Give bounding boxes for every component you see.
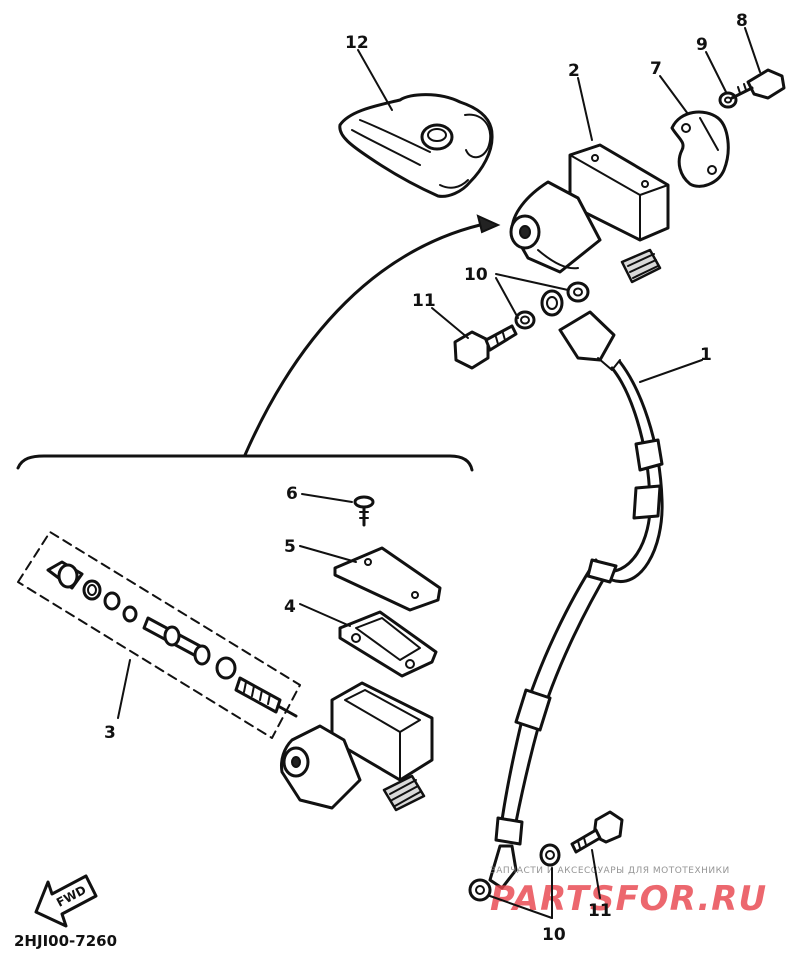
sub-assembly-bracket <box>16 454 474 472</box>
part-7-holder <box>670 110 730 188</box>
callout-4: 4 <box>284 597 296 617</box>
callout-7: 7 <box>650 59 662 79</box>
part-4-diaphragm <box>338 610 438 678</box>
part-9-washer <box>718 91 738 109</box>
part-2-master-cylinder <box>509 143 670 284</box>
callout-1: 1 <box>700 345 712 365</box>
part-5-reservoir-cap <box>333 546 442 612</box>
callout-10-bottom: 10 <box>542 925 566 945</box>
part-12-lever-cover <box>338 93 494 198</box>
part-11-union-bolt-bottom <box>570 810 624 854</box>
callout-3: 3 <box>104 723 116 743</box>
part-3-piston-kit <box>17 531 301 739</box>
part-1-brake-hose <box>488 289 664 890</box>
watermark-tagline: ЗАПЧАСТИ И АКСЕССУАРЫ ДЛЯ МОТОТЕХНИКИ <box>490 866 730 876</box>
callout-5: 5 <box>284 537 296 557</box>
part-6-screw <box>353 495 375 527</box>
callout-12: 12 <box>345 33 369 53</box>
leader-lines <box>117 27 761 919</box>
callout-9: 9 <box>696 35 708 55</box>
fwd-arrow-icon: FWD <box>34 874 98 928</box>
drawing-code: 2HJI00-7260 <box>14 932 117 950</box>
callout-11-bottom: 11 <box>588 901 612 921</box>
part-10-washers-bottom <box>468 843 561 902</box>
callout-10-top: 10 <box>464 265 488 285</box>
part-10-washers-top <box>514 281 590 330</box>
callout-8: 8 <box>736 11 748 31</box>
master-cylinder-assembly <box>280 681 434 812</box>
watermark-brand: PARTSFOR.RU <box>490 879 767 919</box>
callout-2: 2 <box>568 61 580 81</box>
callout-11-top: 11 <box>412 291 436 311</box>
callout-6: 6 <box>286 484 298 504</box>
part-8-bolt <box>730 68 786 100</box>
reference-curve <box>243 214 501 457</box>
callout-numbers: 1 2 3 4 5 6 7 8 9 10 10 11 11 12 <box>104 11 748 945</box>
part-11-union-bolt-top <box>453 324 518 370</box>
